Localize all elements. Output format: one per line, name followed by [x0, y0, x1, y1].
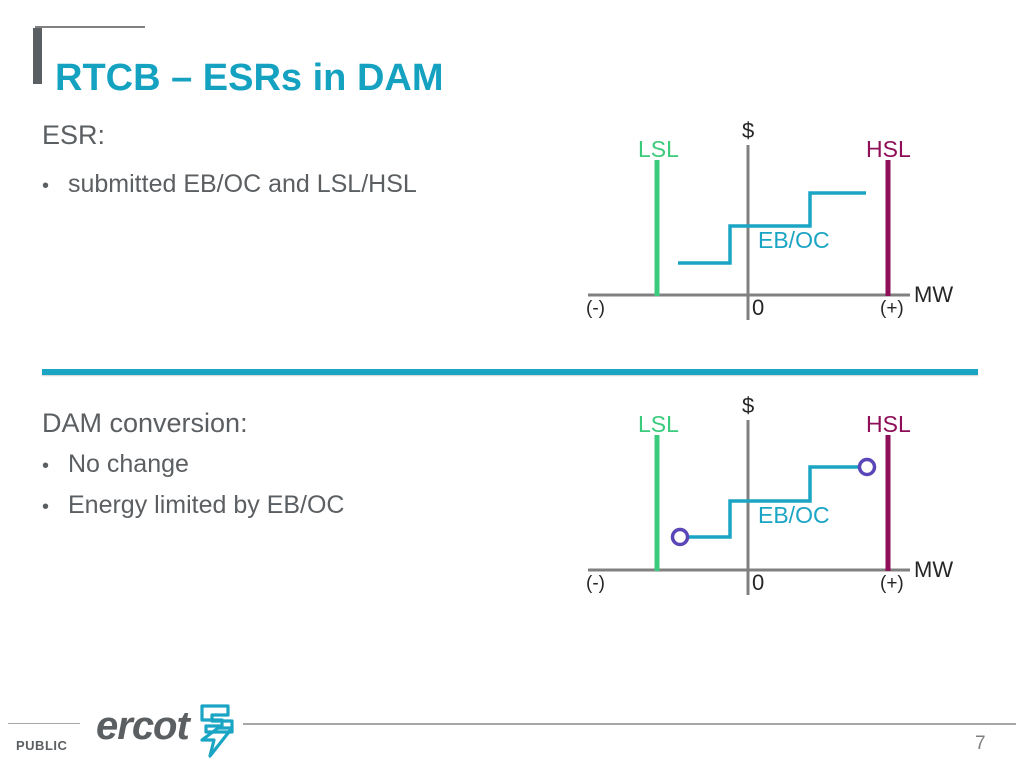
x-axis-negative-label: (-) — [586, 573, 605, 594]
ercot-bolt-icon — [200, 704, 234, 758]
page-number: 7 — [975, 733, 986, 754]
ebos-upper-endpoint-marker — [857, 457, 877, 477]
ercot-wordmark: ercot — [96, 704, 190, 748]
bullet-dot-icon: • — [42, 455, 50, 477]
ebos-lower-endpoint-marker — [670, 527, 690, 547]
dam-bullet-item: • Energy limited by EB/OC — [42, 491, 345, 520]
x-axis-unit-label: MW — [914, 557, 954, 582]
dam-bullet-label: No change — [68, 450, 189, 478]
bullet-dot-icon: • — [42, 175, 50, 197]
x-axis-origin-label: 0 — [752, 295, 765, 320]
ebos-annotation-label: EB/OC — [758, 227, 830, 253]
title-accent-bar — [33, 28, 42, 84]
section-divider — [42, 369, 978, 375]
footer-rule-left — [8, 723, 80, 724]
ercot-logo: ercot — [96, 700, 234, 758]
lsl-axis-label: LSL — [638, 411, 679, 437]
esr-offer-curve-chart: LSL HSL $ EB/OC 0 (-) (+) MW — [570, 110, 970, 340]
ebos-step-curve — [678, 191, 866, 265]
dam-bullet-item: • No change — [42, 450, 189, 479]
esr-bullet-label: submitted EB/OC and LSL/HSL — [68, 170, 417, 198]
hsl-axis-label: HSL — [866, 136, 911, 162]
dam-section-heading: DAM conversion: — [42, 408, 248, 438]
ebos-annotation-label: EB/OC — [758, 502, 830, 528]
ebos-step-curve — [687, 465, 860, 539]
title-top-rule — [35, 26, 145, 28]
bullet-dot-icon: • — [42, 496, 50, 518]
dam-conversion-curve-chart: LSL HSL $ EB/OC 0 (-) (+) MW — [570, 385, 970, 615]
esr-bullet-item: • submitted EB/OC and LSL/HSL — [42, 170, 417, 199]
x-axis-positive-label: (+) — [880, 298, 904, 319]
x-axis-origin-label: 0 — [752, 570, 765, 595]
x-axis-positive-label: (+) — [880, 573, 904, 594]
x-axis-negative-label: (-) — [586, 298, 605, 319]
esr-section-heading: ESR: — [42, 120, 106, 150]
dam-conversion-curve-svg — [588, 420, 910, 595]
dam-bullet-label: Energy limited by EB/OC — [68, 491, 345, 519]
hsl-axis-label: HSL — [866, 411, 911, 437]
confidentiality-label: PUBLIC — [16, 738, 68, 753]
y-axis-label: $ — [742, 118, 755, 143]
esr-offer-curve-svg — [588, 145, 910, 320]
x-axis-unit-label: MW — [914, 282, 954, 307]
page-title: RTCB – ESRs in DAM — [55, 57, 444, 100]
footer-rule-right — [243, 723, 1016, 725]
lsl-axis-label: LSL — [638, 136, 679, 162]
y-axis-label: $ — [742, 393, 755, 418]
